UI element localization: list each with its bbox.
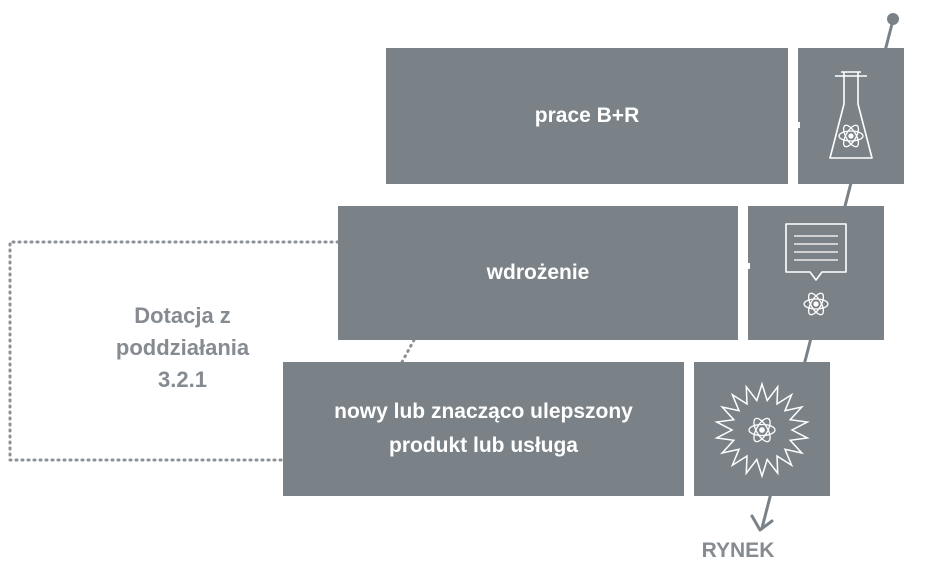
stage-research-label: prace B+R <box>534 104 640 127</box>
flow-start-dot <box>887 13 899 25</box>
stage-research-box: prace B+R <box>386 48 788 184</box>
subsidy-line3: 3.2.1 <box>158 367 207 392</box>
document-atom-icon <box>748 223 847 316</box>
stage-implementation-icon-box <box>748 206 884 340</box>
flow-arrowhead <box>750 514 774 532</box>
stage-product-icon-box <box>694 362 830 496</box>
stage-product-label-line2: produkt lub usługa <box>389 434 578 457</box>
market-label: RYNEK <box>701 539 775 562</box>
subsidy-line1: Dotacja z <box>134 303 231 328</box>
stage-product-box: nowy lub znacząco ulepszony produkt lub … <box>283 362 684 496</box>
starburst-atom-icon <box>714 381 810 479</box>
stage-product-label: nowy lub znacząco ulepszony produkt lub … <box>334 395 633 463</box>
subsidy-bracket <box>8 240 340 462</box>
starburst-shape <box>714 381 810 479</box>
flask-atom-icon <box>798 71 873 159</box>
stage-implementation-box: wdrożenie <box>338 206 738 340</box>
subsidy-line2: poddziałania <box>115 335 250 360</box>
subsidy-label: Dotacja z poddziałania 3.2.1 <box>100 300 265 396</box>
stage-product-label-line1: nowy lub znacząco ulepszony <box>334 400 633 423</box>
stage-research-icon-box <box>798 48 904 184</box>
stage-implementation-label: wdrożenie <box>486 261 590 284</box>
subsidy-bracket-tail <box>400 338 416 364</box>
